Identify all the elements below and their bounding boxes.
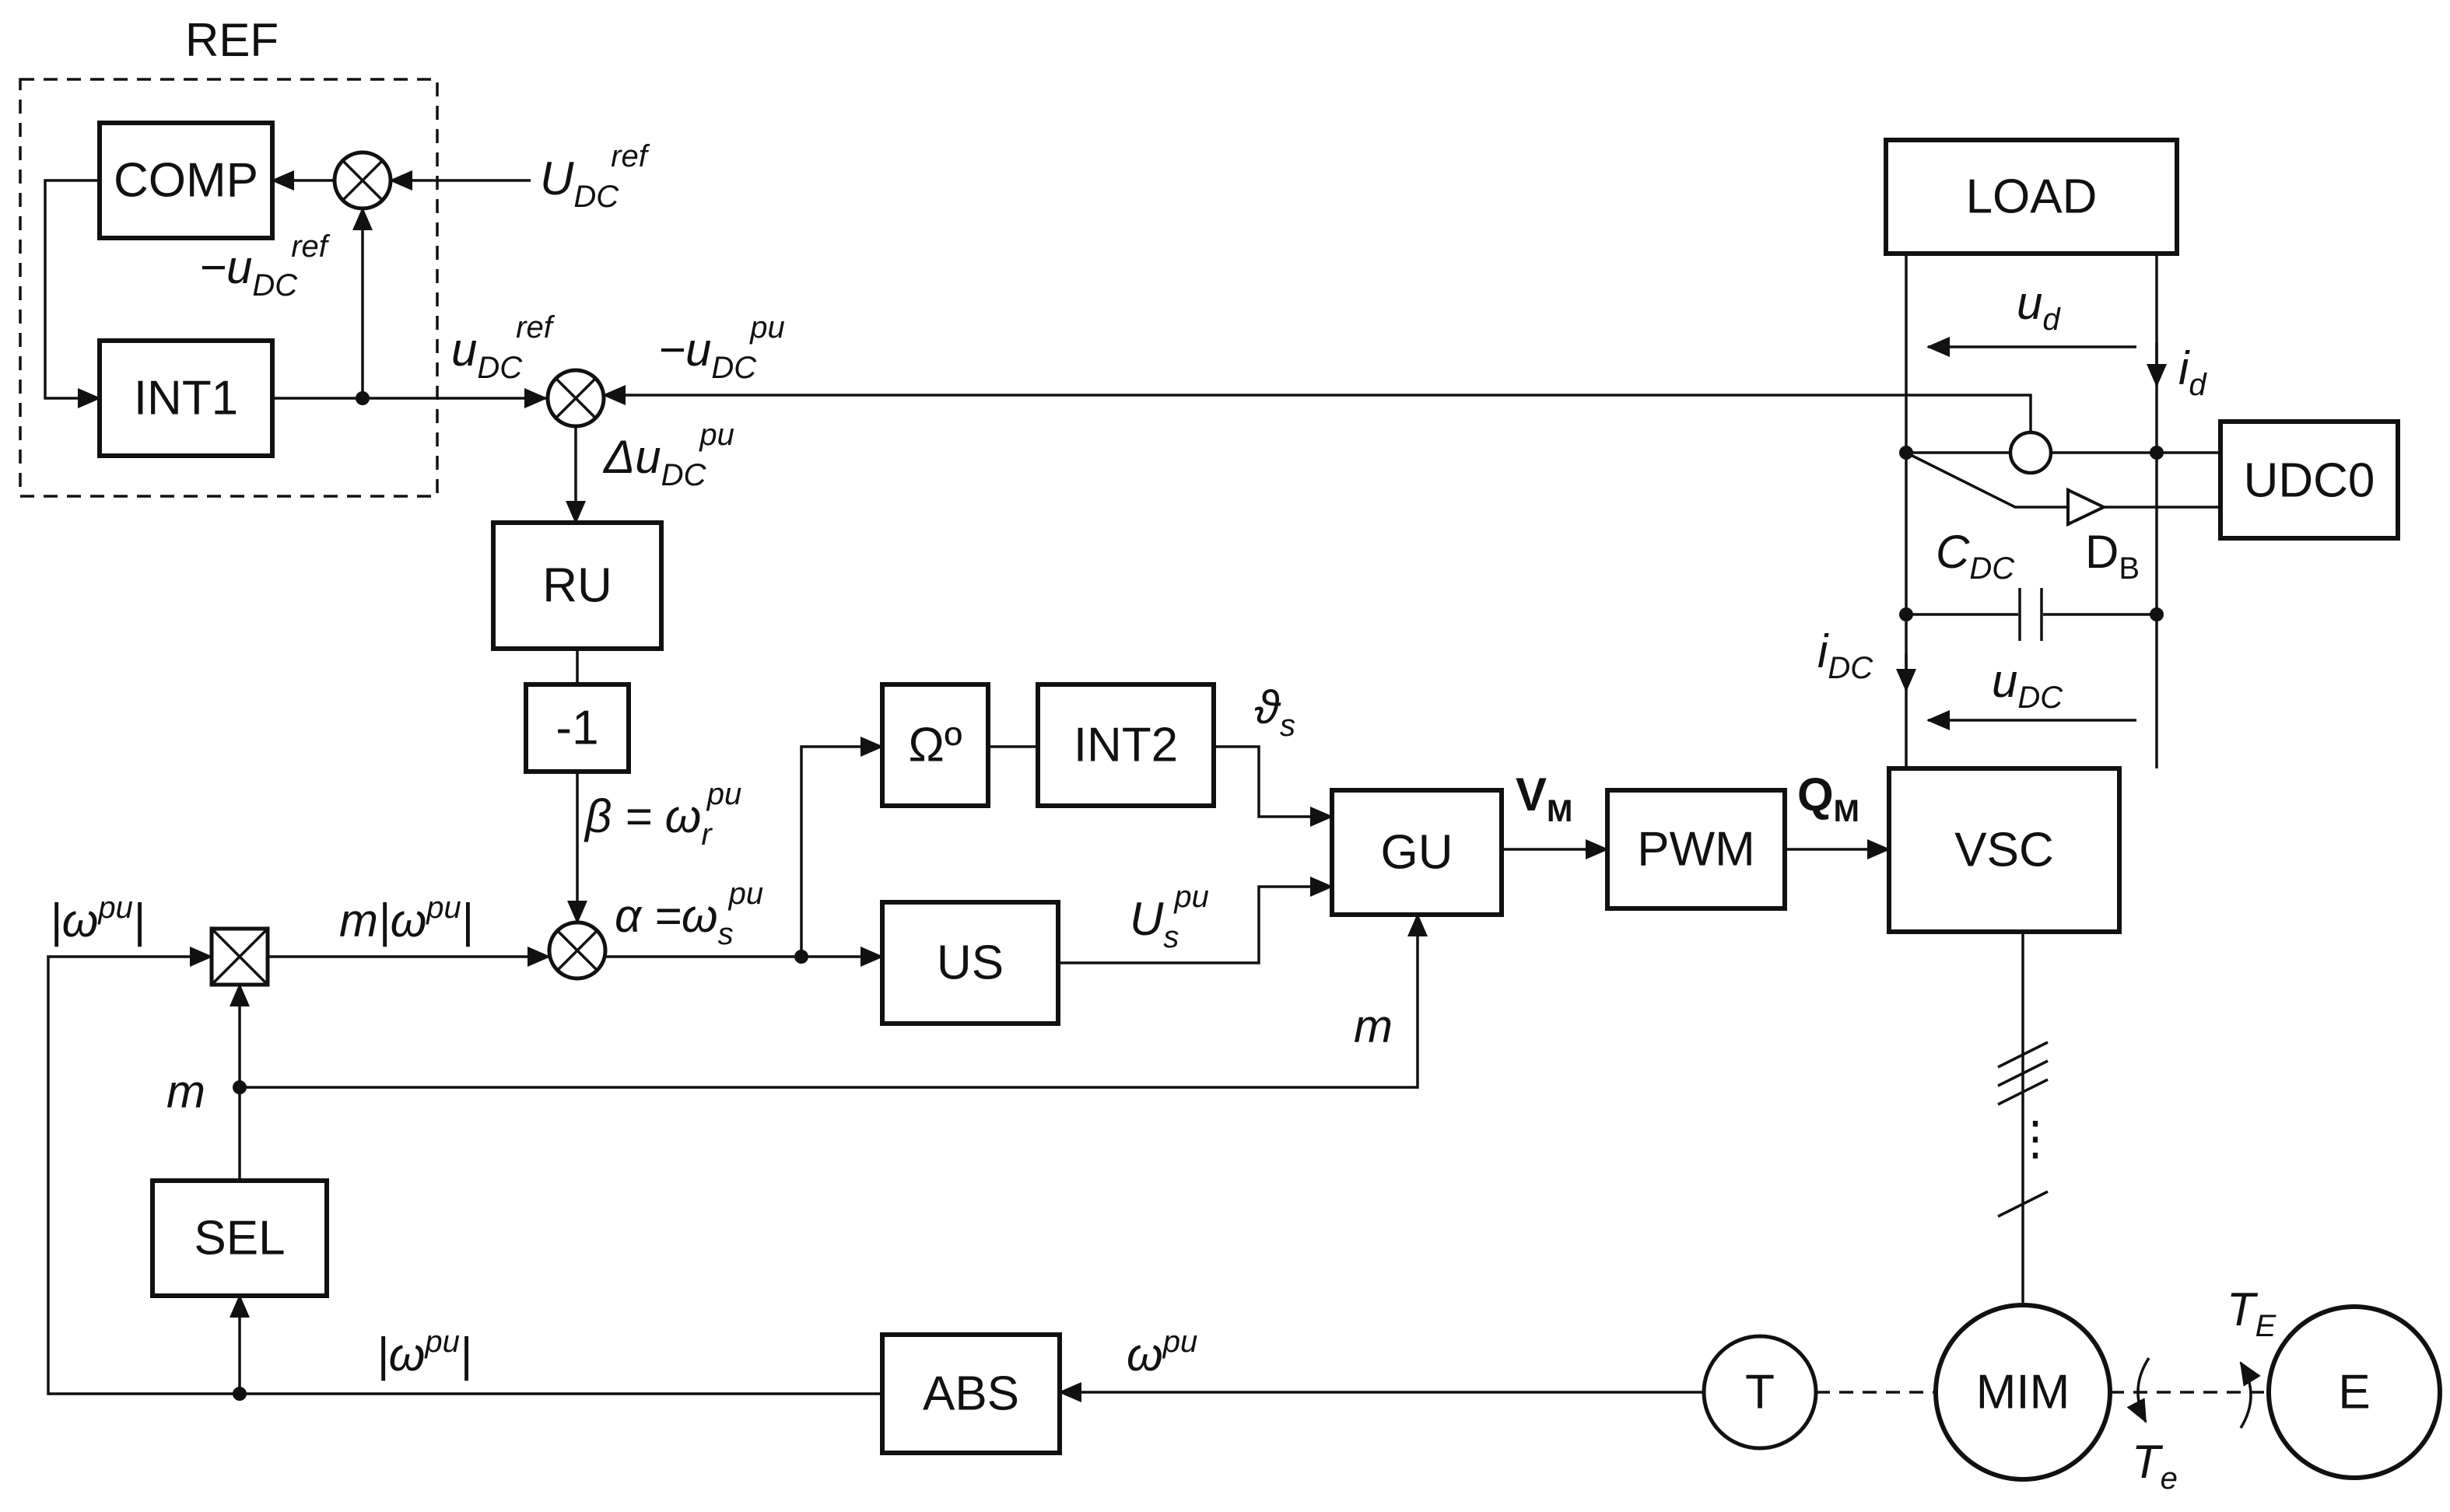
ud-label: ud bbox=[2017, 277, 2061, 337]
int2-label: INT2 bbox=[1074, 719, 1178, 772]
neg-gain-block: -1 bbox=[524, 682, 631, 774]
pwm-label: PWM bbox=[1637, 823, 1755, 877]
int1-block: INT1 bbox=[97, 338, 275, 458]
udc0-block: UDC0 bbox=[2218, 419, 2400, 541]
comp-label: COMP bbox=[114, 154, 258, 208]
m-gu-label: m bbox=[1354, 1000, 1393, 1052]
junction-dot bbox=[2150, 607, 2164, 621]
int2-block: INT2 bbox=[1036, 682, 1216, 808]
mim-machine: MIM bbox=[1933, 1303, 2112, 1482]
us-pu-label: Uspu bbox=[1130, 880, 1209, 954]
te-upper-label: TE bbox=[2227, 1283, 2277, 1343]
t-sensor: T bbox=[1702, 1334, 1818, 1451]
vm-label: VM bbox=[1516, 768, 1572, 828]
alpha-label: α =ωspu bbox=[615, 877, 763, 951]
neg-gain-label: -1 bbox=[556, 702, 598, 755]
pwm-block: PWM bbox=[1605, 788, 1787, 911]
ref-boundary bbox=[19, 78, 439, 498]
mim-label: MIM bbox=[1976, 1366, 2070, 1419]
gu-label: GU bbox=[1381, 826, 1453, 880]
ru-block: RU bbox=[491, 520, 664, 651]
udc-feedback-wire bbox=[602, 385, 2032, 434]
m-abs-omega-label: m|ωpu| bbox=[339, 891, 473, 947]
abs-omega-bottom-label: |ωpu| bbox=[377, 1325, 471, 1381]
neg-udc-pu-label: −uDCpu bbox=[658, 310, 785, 385]
db-label: DB bbox=[2085, 526, 2140, 586]
int1-label: INT1 bbox=[134, 372, 238, 425]
ru-label: RU bbox=[542, 559, 612, 613]
sum-junction-main bbox=[545, 368, 606, 429]
e-machine: E bbox=[2266, 1304, 2442, 1480]
abs-block: ABS bbox=[880, 1332, 1062, 1455]
alpha-to-omega-wire bbox=[800, 737, 884, 957]
abs-label: ABS bbox=[923, 1367, 1019, 1421]
e-label: E bbox=[2338, 1366, 2370, 1419]
ref-group: REF bbox=[19, 14, 439, 498]
multiplier-block bbox=[209, 926, 270, 987]
comp-to-int1-wire bbox=[44, 179, 101, 408]
m-to-gu-wire bbox=[240, 913, 1428, 1089]
theta-s-label: ϑs bbox=[1254, 681, 1295, 743]
udc0-label: UDC0 bbox=[2244, 454, 2375, 508]
sel-label: SEL bbox=[194, 1212, 285, 1265]
sel-block: SEL bbox=[150, 1178, 329, 1298]
udc-ref-label: uDCref bbox=[451, 310, 556, 385]
omega-label: Ωº bbox=[909, 719, 962, 772]
te-lower-torque-arrow bbox=[2126, 1357, 2150, 1423]
cdc-label: CDC bbox=[1936, 526, 2015, 586]
omega-pu-label: ωpu bbox=[1127, 1325, 1197, 1381]
sum-junction-ref bbox=[332, 150, 393, 211]
int2-to-gu-wire bbox=[1214, 745, 1334, 827]
diode-branch-wire bbox=[1905, 451, 2220, 509]
beta-label: β = ωrpu bbox=[584, 777, 741, 852]
delta-udc-pu-label: ΔuDCpu bbox=[602, 418, 734, 492]
udc-ref-input-label: UDCref bbox=[540, 139, 650, 214]
neg-udc-ref-label: −uDCref bbox=[199, 229, 331, 303]
diode-db bbox=[2066, 487, 2108, 527]
omega-block: Ωº bbox=[880, 682, 990, 808]
id-label: id bbox=[2178, 342, 2207, 402]
vsc-block: VSC bbox=[1887, 766, 2122, 934]
te-upper-torque-arrow bbox=[2239, 1361, 2261, 1429]
qm-label: QM bbox=[1797, 768, 1859, 828]
abs-to-mult-wire bbox=[47, 947, 882, 1395]
gu-block: GU bbox=[1330, 788, 1504, 917]
udc-label: uDC bbox=[1992, 655, 2063, 715]
junction-dot bbox=[2150, 446, 2164, 460]
load-block: LOAD bbox=[1884, 138, 2179, 256]
te-lower-label: Te bbox=[2132, 1436, 2178, 1496]
multiphase-ticks bbox=[1997, 1041, 2049, 1218]
voltage-sensor bbox=[2008, 430, 2053, 475]
idc-label: iDC bbox=[1817, 625, 1873, 685]
t-label: T bbox=[1745, 1366, 1775, 1419]
ref-label: REF bbox=[185, 14, 279, 66]
us-block: US bbox=[880, 900, 1060, 1026]
capacitor-cdc bbox=[2018, 588, 2043, 641]
load-label: LOAD bbox=[1966, 170, 2098, 224]
abs-omega-left-label: |ωpu| bbox=[50, 891, 145, 947]
us-to-gu-wire bbox=[1058, 877, 1334, 964]
sum-junction-alpha bbox=[547, 920, 608, 981]
comp-block: COMP bbox=[97, 121, 275, 240]
m-left-label: m bbox=[166, 1066, 205, 1118]
phase-ellipsis: ⋮ bbox=[2012, 1112, 2059, 1164]
us-label: US bbox=[937, 936, 1004, 990]
junction-dot bbox=[1899, 607, 1913, 621]
vsc-label: VSC bbox=[1954, 824, 2053, 877]
